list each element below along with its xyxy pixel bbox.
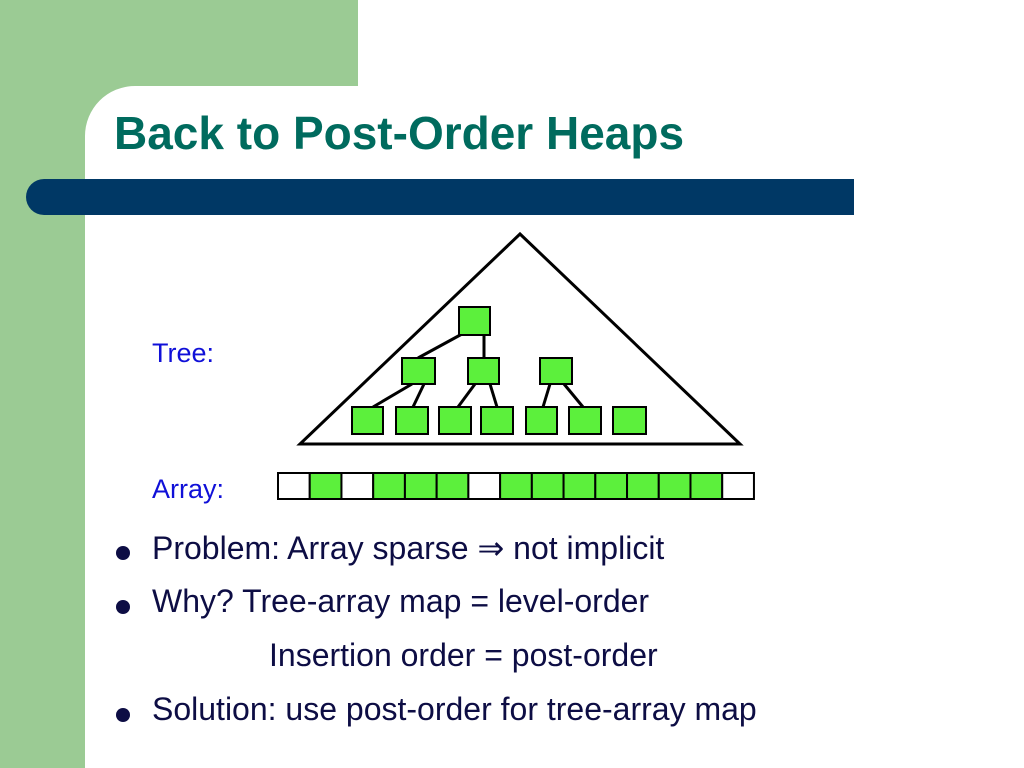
array-cell-filled — [530, 472, 565, 500]
array-cell-filled — [626, 472, 660, 500]
tree-triangle — [296, 231, 744, 446]
slide-title: Back to Post-Order Heaps — [114, 107, 685, 159]
array-cell-filled — [499, 472, 533, 500]
bullet-text: Solution: use post-order for tree-array … — [152, 691, 757, 727]
tree-node — [612, 406, 647, 435]
tree-edge — [562, 383, 585, 408]
tree-edge — [417, 332, 463, 360]
bullet-dot — [116, 708, 130, 722]
bullet-list: Problem: Array sparse ⇒ not implicit Why… — [112, 529, 757, 745]
side-band — [0, 0, 358, 768]
array-cell-filled — [689, 472, 724, 500]
tree-node — [568, 406, 602, 435]
tree-nodes — [351, 306, 647, 435]
bullet-item: Problem: Array sparse ⇒ not implicit — [112, 529, 757, 583]
array-cell-filled — [403, 472, 438, 500]
tree-node — [480, 406, 514, 435]
tree-edge — [411, 383, 426, 408]
array-cell-empty — [277, 472, 311, 500]
tree-node — [467, 357, 500, 385]
tree-edge — [488, 383, 499, 408]
array-cell-filled — [657, 472, 692, 500]
array-cell-filled — [435, 472, 470, 500]
array-cell-filled — [594, 472, 629, 500]
array-label: Array: — [152, 474, 225, 504]
tree-edges — [372, 332, 585, 409]
tree-node — [401, 357, 436, 385]
bullet-dot — [116, 546, 130, 560]
array-cell-empty — [467, 472, 502, 500]
tree-label: Tree: — [152, 338, 215, 368]
bullet-text: Why? Tree-array map = level-order — [152, 583, 650, 619]
tree-edge — [456, 383, 477, 408]
tree-node — [525, 406, 558, 435]
tree-node — [438, 406, 472, 435]
tree-edge — [372, 382, 413, 409]
title-bar-end — [834, 179, 854, 215]
array-cell-empty — [340, 472, 375, 500]
array-cell-filled — [372, 472, 406, 500]
array-cell-filled — [308, 472, 343, 500]
bullet-text: Problem: Array sparse ⇒ not implicit — [152, 530, 665, 566]
tree-node — [351, 406, 384, 435]
bullet-dot — [116, 600, 130, 614]
bullet-item: Why? Tree-array map = level-order — [112, 583, 757, 637]
bullet-text: Insertion order = post-order — [269, 637, 658, 673]
title-bar — [26, 179, 854, 215]
array-row — [277, 472, 755, 500]
array-cell-filled — [562, 472, 597, 500]
bullet-continuation: Insertion order = post-order — [112, 637, 757, 691]
bullet-item: Solution: use post-order for tree-array … — [112, 691, 757, 745]
tree-node — [395, 406, 429, 435]
tree-edge — [541, 383, 552, 408]
tree-node-root — [458, 306, 491, 336]
array-cell-empty — [721, 472, 755, 500]
tree-node — [539, 357, 573, 385]
